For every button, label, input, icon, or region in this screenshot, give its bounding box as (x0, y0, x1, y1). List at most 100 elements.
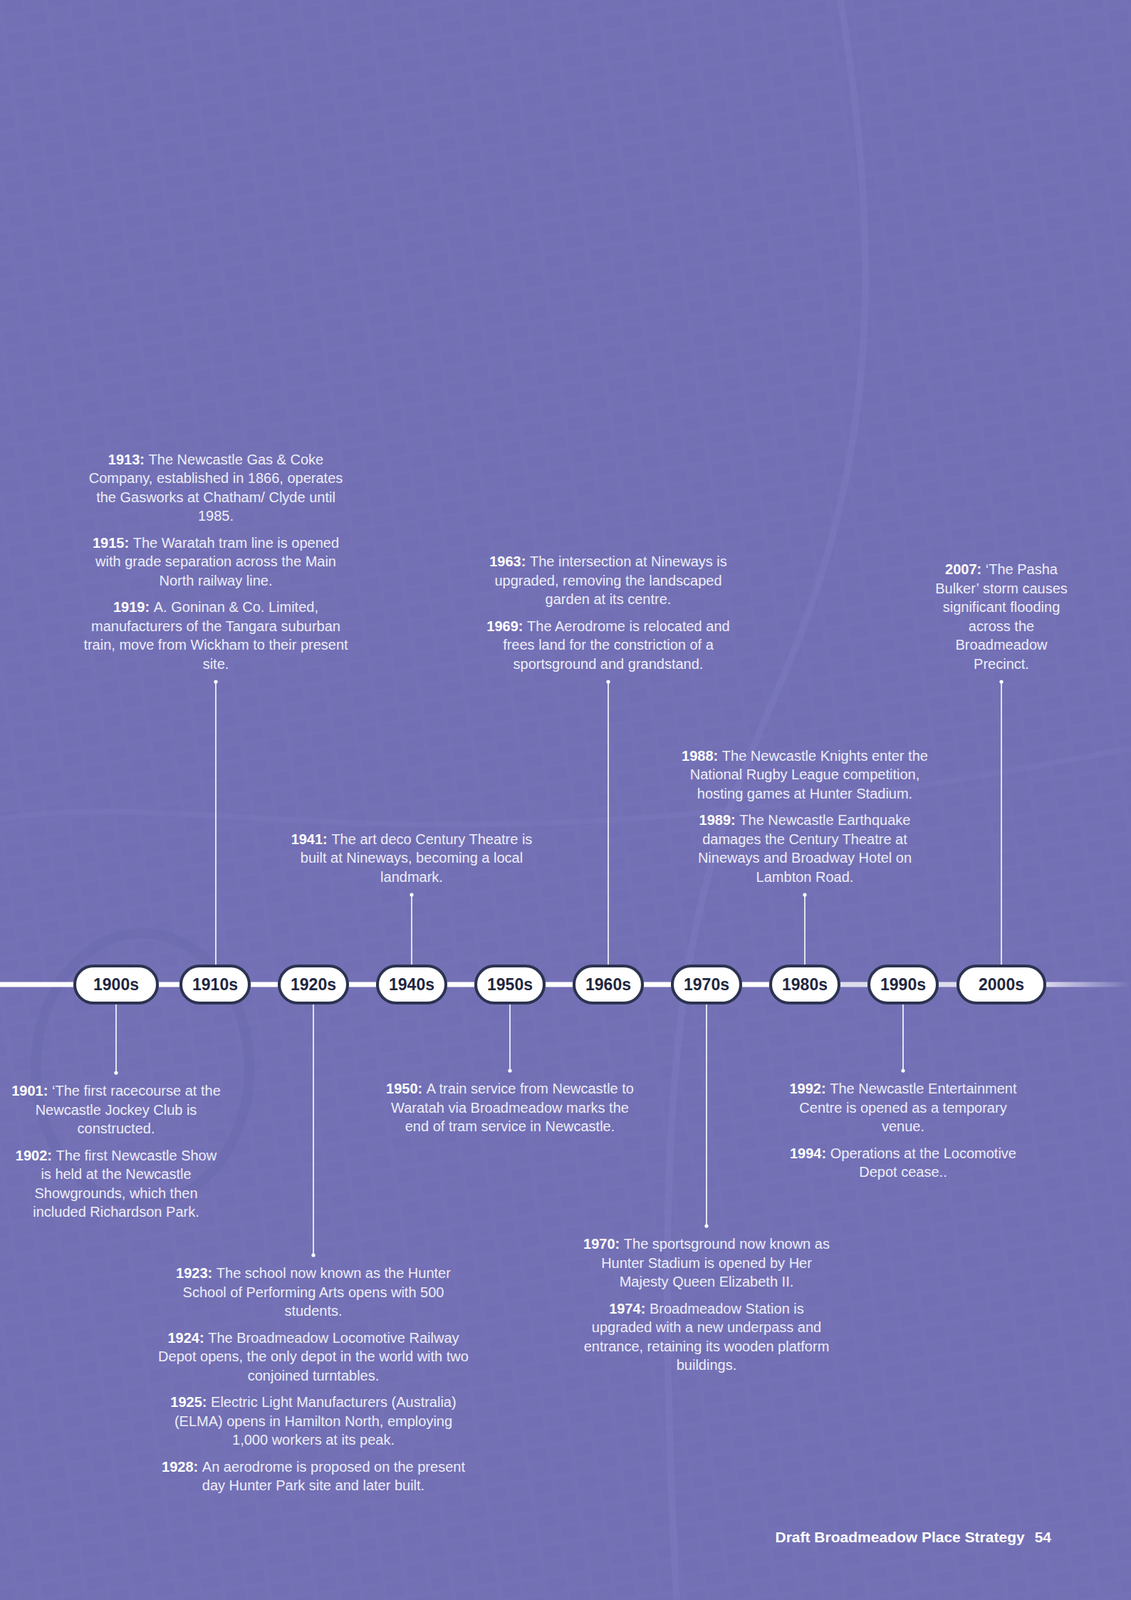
event-year: 1963: (489, 553, 526, 570)
decade-pill: 1960s (572, 964, 644, 1005)
event-entry: 1913:The Newcastle Gas & Coke Company, e… (80, 450, 352, 526)
event-year: 1969: (486, 618, 523, 634)
decade-pill: 1920s (277, 964, 349, 1005)
timeline-segment (643, 982, 671, 988)
decade-label: 2000s (978, 975, 1025, 995)
event-text: An aerodrome is proposed on the present … (202, 1458, 466, 1494)
decade-label: 1970s (683, 975, 730, 995)
event-year: 1902: (15, 1147, 52, 1164)
event-year: 1928: (161, 1458, 198, 1475)
decade-label: 1950s (487, 975, 533, 995)
event-text: The school now known as the Hunter Schoo… (183, 1264, 451, 1319)
leader-line (311, 1004, 315, 1258)
event-year: 1989: (699, 811, 736, 828)
leader-dot (311, 1252, 315, 1257)
decade-pill: 1970s (670, 964, 743, 1005)
event-entry: 1963:The intersection at Nineways is upg… (476, 551, 740, 609)
event-group: 1950:A train service from Newcastle to W… (378, 1079, 642, 1136)
leader-dot (704, 1223, 708, 1228)
event-group: 1970:The sportsground now known as Hunte… (580, 1234, 834, 1375)
event-entry: 1902:The first Newcastle Show is held at… (9, 1145, 223, 1222)
leader-stroke (705, 1004, 708, 1226)
event-year: 1919: (113, 598, 150, 615)
event-year: 1970: (583, 1235, 620, 1252)
leader-line (999, 679, 1003, 965)
event-group: 1988:The Newcastle Knights enter the Nat… (673, 746, 937, 887)
event-text: Operations at the Locomotive Depot cease… (830, 1145, 1017, 1181)
decade-label: 1920s (290, 975, 337, 995)
decade-label: 1900s (93, 975, 139, 995)
event-entry: 1928:An aerodrome is proposed on the pre… (156, 1457, 471, 1495)
timeline-bar-fade (1046, 982, 1131, 988)
decade-pill: 1980s (769, 964, 841, 1005)
event-group: 1913:The Newcastle Gas & Coke Company, e… (80, 450, 352, 674)
timeline-segment (348, 982, 377, 988)
event-group: 1992:The Newcastle Entertainment Centre … (778, 1079, 1028, 1182)
event-year: 2007: (945, 561, 982, 577)
decade-pill: 2000s (956, 964, 1047, 1005)
event-entry: 1989:The Newcastle Earthquake damages th… (673, 810, 937, 886)
rail-line (0, 747, 1131, 825)
decade-label: 1910s (192, 975, 238, 995)
event-text: The first Newcastle Show is held at the … (32, 1147, 217, 1221)
event-year: 1913: (108, 451, 145, 468)
event-year: 1950: (386, 1080, 423, 1097)
decade-label: 1990s (880, 975, 926, 995)
event-text: The Aerodrome is relocated and frees lan… (502, 618, 731, 672)
event-text: The sportsground now known as Hunter Sta… (601, 1235, 830, 1290)
page-number: 54 (1034, 1528, 1052, 1545)
event-entry: 1970:The sportsground now known as Hunte… (580, 1234, 834, 1292)
leader-line (606, 679, 610, 965)
leader-line (900, 1004, 905, 1073)
event-entry: 2007:‘The Pasha Bulker’ storm causes sig… (933, 559, 1070, 674)
page-footer: Draft Broadmeadow Place Strategy54 (775, 1528, 1052, 1546)
event-entry: 1924:The Broadmeadow Locomotive Railway … (156, 1328, 471, 1386)
event-year: 1901: (11, 1082, 48, 1099)
leader-dot (900, 1068, 905, 1072)
timeline-segment (742, 982, 770, 988)
event-text: The Newcastle Entertainment Centre is op… (799, 1080, 1017, 1134)
decade-pill: 1940s (376, 964, 448, 1005)
decade-label: 1980s (782, 975, 828, 995)
leader-stroke (607, 681, 609, 965)
event-entry: 1919:A. Goninan & Co. Limited, manufactu… (80, 597, 352, 674)
event-text: ‘The first racecourse at the Newcastle J… (35, 1082, 221, 1136)
leader-line (507, 1004, 512, 1073)
leader-dot (606, 679, 610, 684)
event-group: 1901:‘The first racecourse at the Newcas… (9, 1081, 223, 1222)
event-entry: 1988:The Newcastle Knights enter the Nat… (673, 746, 937, 804)
leader-line (113, 1004, 118, 1075)
event-entry: 1901:‘The first racecourse at the Newcas… (9, 1081, 223, 1139)
timeline-segment (545, 982, 573, 988)
leader-stroke (804, 894, 806, 965)
leader-line (409, 892, 414, 965)
event-year: 1994: (789, 1145, 827, 1161)
timeline-segment (158, 982, 180, 988)
leader-dot (113, 1070, 118, 1075)
leader-line (213, 679, 218, 965)
event-entry: 1969:The Aerodrome is relocated and free… (476, 616, 740, 674)
event-text: The Newcastle Knights enter the National… (690, 747, 929, 802)
event-text: ‘The Pasha Bulker’ storm causes signific… (935, 561, 1068, 672)
event-entry: 1992:The Newcastle Entertainment Centre … (778, 1079, 1028, 1136)
event-year: 1925: (170, 1393, 207, 1410)
decade-label: 1940s (388, 975, 435, 995)
leader-stroke (215, 681, 217, 965)
leader-stroke (410, 894, 413, 965)
event-entry: 1950:A train service from Newcastle to W… (378, 1079, 642, 1136)
event-entry: 1974:Broadmeadow Station is upgraded wit… (580, 1299, 834, 1375)
leader-dot (507, 1068, 512, 1072)
event-entry: 1915:The Waratah tram line is opened wit… (80, 533, 352, 591)
decade-label: 1960s (585, 975, 632, 995)
decade-pill: 1950s (474, 964, 546, 1005)
event-year: 1923: (175, 1264, 213, 1281)
event-text: The Broadmeadow Locomotive Railway Depot… (158, 1329, 469, 1384)
event-year: 1941: (291, 831, 328, 847)
leader-line (704, 1004, 708, 1228)
event-text: Electric Light Manufacturers (Australia)… (174, 1393, 457, 1448)
event-year: 1915: (92, 534, 129, 551)
leader-stroke (312, 1004, 315, 1255)
